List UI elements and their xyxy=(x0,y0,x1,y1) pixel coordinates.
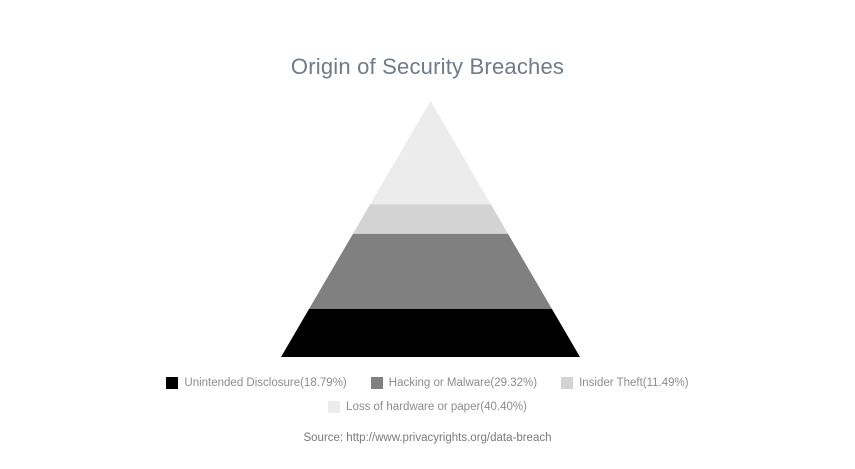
legend-row: Unintended Disclosure(18.79%) Hacking or… xyxy=(154,371,700,395)
legend-item-label: Hacking or Malware(29.32%) xyxy=(388,377,538,389)
legend-item-label: Loss of hardware or paper(40.40%) xyxy=(346,401,527,413)
legend-swatch-icon xyxy=(166,377,179,389)
pyramid-graphic xyxy=(281,101,580,357)
legend-item-hacking-or-malware[interactable]: Hacking or Malware(29.32%) xyxy=(370,376,538,390)
legend-swatch-icon xyxy=(370,377,383,389)
chart-legend: Unintended Disclosure(18.79%) Hacking or… xyxy=(0,371,855,419)
legend-swatch-icon xyxy=(328,401,341,413)
chart-title: Origin of Security Breaches xyxy=(290,54,565,79)
legend-swatch-icon xyxy=(561,377,574,389)
legend-item-label: Unintended Disclosure(18.79%) xyxy=(184,377,347,389)
pyramid-band[interactable] xyxy=(370,101,491,205)
source-note: Source: http://www.privacyrights.org/dat… xyxy=(303,432,552,444)
pyramid-band[interactable] xyxy=(309,233,552,309)
pyramid-band-group xyxy=(281,101,580,357)
pyramid-band[interactable] xyxy=(281,308,580,357)
pyramid-band[interactable] xyxy=(352,204,509,234)
legend-row: Loss of hardware or paper(40.40%) xyxy=(316,395,539,419)
legend-item-loss-of-hardware-or-paper[interactable]: Loss of hardware or paper(40.40%) xyxy=(328,400,527,414)
legend-item-insider-theft[interactable]: Insider Theft(11.49%) xyxy=(561,376,689,390)
legend-item-label: Insider Theft(11.49%) xyxy=(579,377,689,389)
legend-item-unintended-disclosure[interactable]: Unintended Disclosure(18.79%) xyxy=(166,376,347,390)
pyramid-plot-area xyxy=(281,101,580,357)
